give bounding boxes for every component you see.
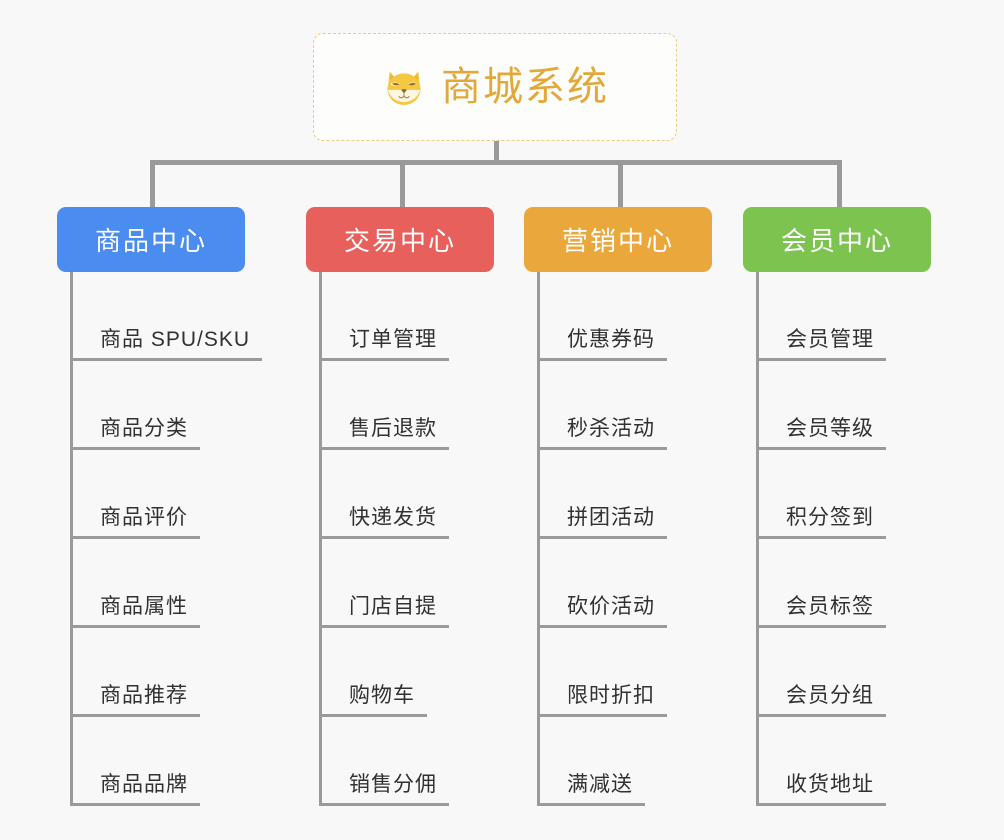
connector-drop-3 <box>618 160 623 207</box>
leaf-item-underline <box>756 714 886 717</box>
leaf-item-label: 商品分类 <box>100 417 188 440</box>
root-title: 商城系统 <box>441 65 609 109</box>
connector-drop-4 <box>837 160 842 207</box>
connector-drop-2 <box>400 160 405 207</box>
leaf-item-label: 优惠券码 <box>567 328 655 351</box>
connector-root-stem <box>494 141 499 162</box>
leaf-item-underline <box>537 358 667 361</box>
leaf-item-label: 积分签到 <box>786 506 874 529</box>
leaf-item-label: 购物车 <box>349 684 415 707</box>
leaf-item-underline <box>537 536 667 539</box>
leaf-item-underline <box>319 536 449 539</box>
category-header-1[interactable]: 商品中心 <box>57 207 245 272</box>
leaf-item-label: 会员分组 <box>786 684 874 707</box>
leaf-item-label: 销售分佣 <box>349 773 437 796</box>
leaf-item-label: 门店自提 <box>349 595 437 618</box>
category-trunk-4 <box>756 272 759 806</box>
leaf-item-label: 订单管理 <box>349 328 437 351</box>
leaf-item-underline <box>319 803 449 806</box>
leaf-item-underline <box>70 358 262 361</box>
leaf-item-label: 售后退款 <box>349 417 437 440</box>
leaf-item-label: 会员等级 <box>786 417 874 440</box>
category-trunk-2 <box>319 272 322 806</box>
leaf-item-underline <box>70 447 200 450</box>
leaf-item-label: 商品属性 <box>100 595 188 618</box>
leaf-item-underline <box>319 625 449 628</box>
leaf-item-label: 商品 SPU/SKU <box>100 328 251 351</box>
leaf-item-underline <box>756 536 886 539</box>
leaf-item-underline <box>537 447 667 450</box>
leaf-item-label: 满减送 <box>567 773 633 796</box>
leaf-item-label: 砍价活动 <box>567 595 655 618</box>
leaf-item-underline <box>756 803 886 806</box>
leaf-item-label: 会员管理 <box>786 328 874 351</box>
leaf-item-label: 快递发货 <box>349 506 437 529</box>
leaf-item-underline <box>70 803 200 806</box>
shiba-dog-face-icon <box>381 64 427 110</box>
leaf-item-label: 限时折扣 <box>567 684 655 707</box>
connector-drop-1 <box>150 160 155 207</box>
leaf-item-underline <box>756 447 886 450</box>
leaf-item-label: 商品评价 <box>100 506 188 529</box>
leaf-item-label: 商品推荐 <box>100 684 188 707</box>
leaf-item-underline <box>756 358 886 361</box>
leaf-item-underline <box>537 803 645 806</box>
leaf-item-underline <box>319 714 427 717</box>
leaf-item-label: 会员标签 <box>786 595 874 618</box>
leaf-item-underline <box>70 625 200 628</box>
leaf-item-underline <box>537 714 667 717</box>
leaf-item-label: 秒杀活动 <box>567 417 655 440</box>
leaf-item-underline <box>756 625 886 628</box>
category-header-4[interactable]: 会员中心 <box>743 207 931 272</box>
leaf-item-label: 收货地址 <box>786 773 874 796</box>
leaf-item-label: 拼团活动 <box>567 506 655 529</box>
root-node[interactable]: 商城系统 <box>313 33 677 141</box>
category-trunk-1 <box>70 272 73 806</box>
category-trunk-3 <box>537 272 540 806</box>
leaf-item-label: 商品品牌 <box>100 773 188 796</box>
category-header-2[interactable]: 交易中心 <box>306 207 494 272</box>
leaf-item-underline <box>319 358 449 361</box>
leaf-item-underline <box>70 536 200 539</box>
leaf-item-underline <box>70 714 200 717</box>
category-header-3[interactable]: 营销中心 <box>524 207 712 272</box>
leaf-item-underline <box>537 625 667 628</box>
leaf-item-underline <box>319 447 449 450</box>
connector-horizontal-bus <box>150 160 842 165</box>
